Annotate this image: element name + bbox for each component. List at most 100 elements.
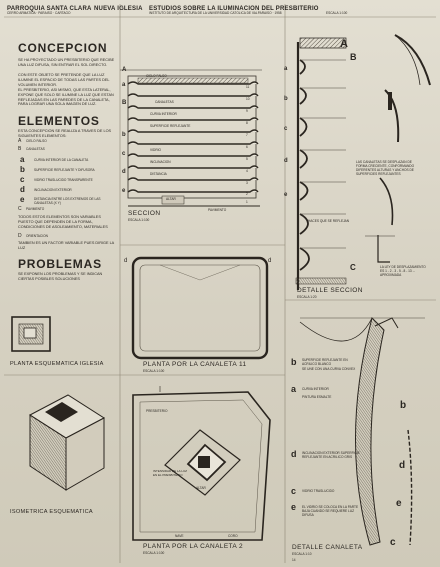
svg-text:a: a	[284, 66, 288, 72]
canaleta-note-c: VIDRIO TRASLUCIDO	[302, 489, 335, 493]
svg-text:d: d	[122, 169, 126, 175]
concepcion-text-3: EL PRESBITERIO, ASI MISMO, QUE ESTA LATE…	[18, 88, 114, 107]
seccion-scale: ESCALA 1:100	[128, 218, 150, 222]
plan-label-intensidad: INTENSIDAD DE LA LUZ EN EL PRESBITERIO	[153, 469, 188, 477]
canaleta-key-b: b	[291, 357, 297, 367]
detalle-canaleta-scale: ESCALA 1:10	[292, 552, 312, 556]
canaleta-key-e: e	[291, 502, 297, 512]
svg-text:d: d	[268, 258, 271, 264]
svg-text:A: A	[122, 67, 127, 73]
variables-note: TODOS ESTOS ELEMENTOS SON VARIABLES PUES…	[18, 215, 108, 229]
planta-esquematica-drawing	[11, 316, 51, 352]
canaleta-number: 4	[246, 169, 248, 173]
svg-text:d: d	[284, 158, 288, 164]
svg-text:B: B	[122, 100, 127, 106]
planta-11-scale: ESCALA 1:100	[143, 369, 165, 373]
canaleta-number: 2	[246, 192, 248, 196]
label-cielo-falso: CIELO FALSO	[146, 74, 167, 78]
label-distancia: DISTANCIA	[150, 172, 167, 176]
label-superficie: SUPERFICIE REFLEJANTE	[150, 124, 191, 128]
label-curva-interior: CURVA INTERIOR	[150, 112, 177, 116]
seccion-caption: SECCION	[128, 210, 161, 217]
element-label-c-upper: PAVIMENTO	[26, 207, 45, 211]
canaleta-note-d: INCLINACION EXTERIOR SUPERFICIE REFLEJAN…	[302, 451, 360, 460]
plan-label-nave: NAVE	[175, 534, 184, 538]
svg-text:c: c	[122, 151, 126, 157]
svg-text:A: A	[340, 38, 348, 50]
canaleta-note-a: CURVA INTERIOR	[302, 387, 329, 391]
element-key-a-upper: A	[18, 138, 22, 144]
label-pavimento: PAVIMENTO	[208, 208, 227, 212]
isometrica-caption: ISOMETRICA ESQUEMATICA	[10, 509, 93, 515]
concepcion-text-2: CON ESTE OBJETO SE PRETENDE QUE LA LUZ I…	[18, 73, 110, 87]
plan-label-presbiterio: PRESBITERIO	[146, 409, 168, 413]
canaleta-key-d: d	[291, 449, 297, 459]
right-note-1: LAS CANALETAS SE DESPLAZAN DE FORMA CREC…	[356, 160, 415, 177]
concepcion-heading: CONCEPCION	[18, 41, 108, 55]
page-number: 14	[292, 558, 296, 562]
label-haces: HACES QUE SE REFLEJAN	[308, 219, 350, 223]
elementos-heading: ELEMENTOS	[18, 114, 100, 128]
element-key-b-upper: B	[18, 146, 22, 152]
canaleta-number: 11	[246, 85, 250, 89]
canaleta-number: 10	[246, 97, 250, 101]
element-key-b: b	[20, 165, 25, 174]
element-key-c-upper: C	[18, 206, 22, 212]
svg-text:B: B	[350, 52, 357, 62]
canaleta-curve-details	[365, 34, 431, 263]
element-label-e: DISTANCIA ENTRE LOS EXTREMOS DE LAS CANA…	[34, 197, 101, 205]
parish-subtitle: CERRO ARMATIOA · PARAISO · CARTAGO	[7, 11, 71, 15]
svg-text:c: c	[284, 126, 288, 132]
svg-text:C: C	[350, 263, 356, 272]
detalle-seccion-drawing: A B a b c d e C	[284, 37, 357, 290]
planta-11-drawing: d d	[124, 256, 271, 360]
svg-text:b: b	[284, 96, 288, 102]
element-key-a: a	[20, 155, 25, 164]
element-label-b: SUPERFICIE REFLEJANTE Y DIFUSORA	[34, 168, 95, 172]
plan-label-altar: ALTAR	[196, 486, 206, 490]
canaleta-key-c: c	[291, 486, 297, 496]
elementos-intro: ESTA CONCEPCION SE REALIZA A TRAVES DE L…	[18, 129, 112, 138]
svg-text:a: a	[122, 82, 126, 88]
detalle-canaleta-caption: DETALLE CANALETA	[292, 544, 363, 551]
canaleta-number: 5	[246, 157, 248, 161]
element-label-d: INCLINACION EXTERIOR	[34, 188, 72, 192]
detalle-seccion-scale: ESCALA 1:20	[297, 295, 317, 299]
svg-text:b: b	[400, 400, 406, 411]
planta-esquematica-caption: PLANTA ESQUEMATICA IGLESIA	[10, 361, 104, 367]
svg-text:c: c	[390, 537, 396, 548]
canaleta-number: 8	[246, 121, 248, 125]
element-label-a-upper: CIELO FALSO	[26, 139, 47, 143]
element-key-e: e	[20, 195, 25, 204]
canaleta-number: 7	[246, 133, 248, 137]
planta-11-caption: PLANTA POR LA CANALETA 11	[143, 361, 247, 368]
svg-text:d: d	[124, 258, 127, 264]
svg-text:e: e	[122, 188, 126, 194]
element-label-a: CURVA INTERIOR DE LA CANALETA	[34, 158, 89, 162]
svg-text:d: d	[399, 460, 405, 471]
label-vidrio: VIDRIO	[150, 148, 161, 152]
study-title: ESTUDIOS SOBRE LA ILUMINACION DEL PRESBI…	[149, 6, 319, 12]
concepcion-text-1: SE HA PROYECTADO UN PRESBITERIO QUE RECI…	[18, 58, 115, 67]
parish-title: PARROQUIA SANTA CLARA	[7, 6, 92, 12]
svg-text:e: e	[396, 498, 402, 509]
detalle-canaleta-drawing: d e c b	[299, 317, 425, 548]
canaleta-note-e: EL VIDRIO SE COLOCA EN LA PARTE BAJA CUA…	[302, 505, 359, 518]
label-inclinacion: INCLINACION	[150, 160, 171, 164]
orientation-note: TAMBIEN ES UN FACTOR VARIABLE PUES DIRIG…	[18, 241, 115, 250]
element-key-c: c	[20, 175, 25, 184]
canaleta-note-b2: SE UNE CON UNA CURVA CONVEX	[302, 367, 356, 371]
svg-text:e: e	[284, 192, 288, 198]
element-key-d-upper: D	[18, 233, 22, 239]
problemas-text: SE EXPONEN LOS PROBLEMAS Y SE INDICAN CI…	[18, 272, 103, 281]
right-note-2: LA LEY DE DESPLAZAMIENTO ES 1 - 2 - 3 - …	[380, 265, 426, 278]
canaleta-number: 6	[246, 145, 248, 149]
canaleta-key-a: a	[291, 384, 297, 394]
project-title: NUEVA IGLESIA	[94, 6, 143, 12]
institute-subtitle: INSTITUTO DE ARQUITECTURA DE LA UNIVERSI…	[149, 11, 282, 15]
planta-2-caption: PLANTA POR LA CANALETA 2	[143, 543, 244, 550]
canaleta-number: 3	[246, 181, 248, 185]
element-label-b-upper: CANALETAS	[26, 147, 45, 151]
